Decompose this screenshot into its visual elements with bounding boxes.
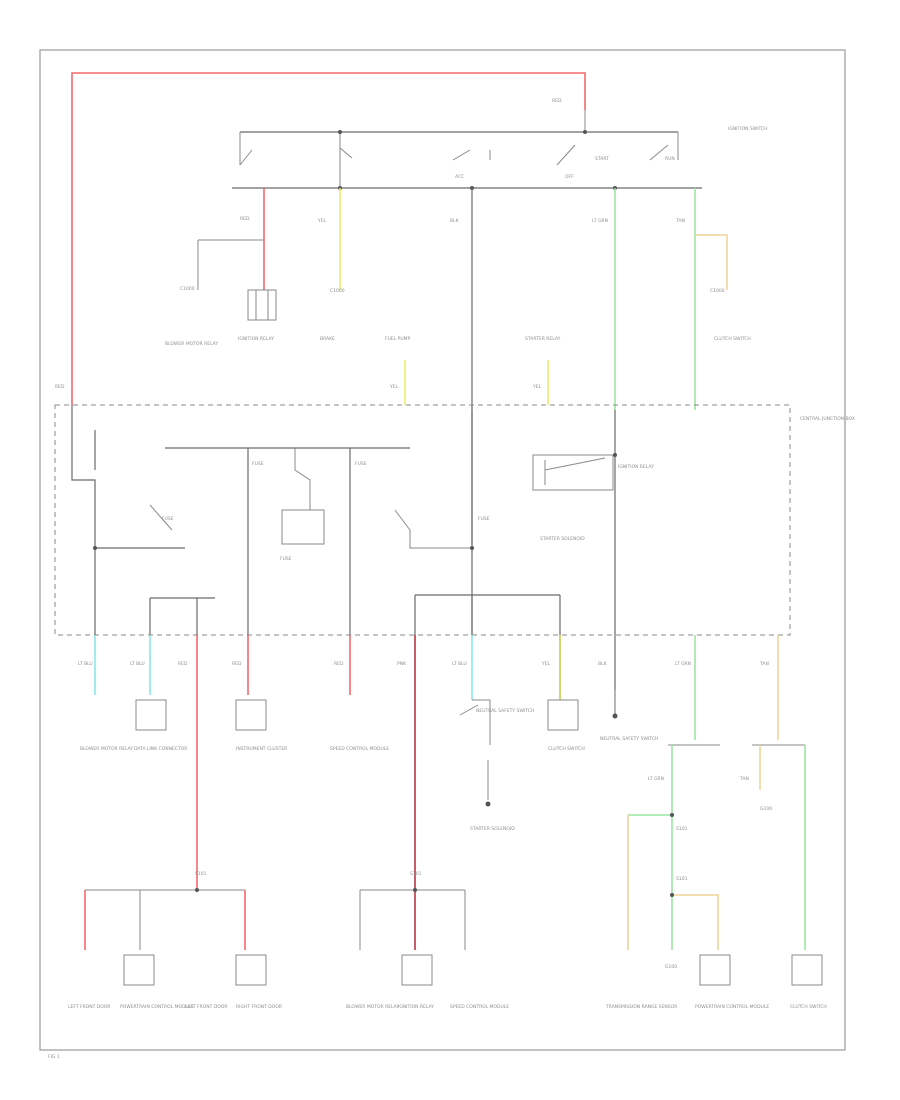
svg-text:LEFT FRONT DOOR: LEFT FRONT DOOR (185, 1004, 228, 1010)
svg-text:LT BLU: LT BLU (130, 661, 145, 667)
label-fuel-pump-top: FUEL PUMP (385, 336, 411, 342)
svg-text:S101: S101 (676, 826, 688, 832)
svg-text:IGNITION RELAY: IGNITION RELAY (398, 1004, 434, 1010)
ignition-switch: IGNITION SWITCH START RUN OFF ACC (232, 110, 768, 190)
svg-text:IGNITION RELAY: IGNITION RELAY (618, 464, 654, 470)
svg-text:FUSE: FUSE (252, 461, 264, 467)
label-starter-relay-top: STARTER RELAY (525, 336, 561, 342)
switch-run-label: RUN (665, 156, 675, 162)
battery-feed-wire (71, 72, 586, 405)
svg-text:YEL: YEL (389, 384, 399, 390)
svg-text:S101: S101 (195, 871, 207, 877)
svg-text:CLUTCH SWITCH: CLUTCH SWITCH (548, 746, 585, 752)
svg-text:RED: RED (240, 216, 250, 222)
svg-text:BLOWER MOTOR RELAY: BLOWER MOTOR RELAY (346, 1004, 399, 1010)
svg-text:RED: RED (334, 661, 344, 667)
label-blower-relay-top: BLOWER MOTOR RELAY (165, 341, 218, 347)
output-labels: LT BLU LT BLU RED RED RED PNK LT BLU YEL… (78, 661, 769, 667)
svg-text:LT BLU: LT BLU (452, 661, 467, 667)
svg-text:POWERTRAIN CONTROL MODULE: POWERTRAIN CONTROL MODULE (695, 1004, 769, 1010)
switch-off-label: OFF (565, 174, 574, 180)
svg-text:STARTER SOLENOID: STARTER SOLENOID (540, 536, 585, 542)
svg-text:NEUTRAL SAFETY SWITCH: NEUTRAL SAFETY SWITCH (476, 708, 534, 714)
svg-text:TRANSMISSION RANGE SENSOR: TRANSMISSION RANGE SENSOR (605, 1004, 677, 1010)
svg-text:BLK: BLK (450, 218, 460, 224)
mid-bottom-components: BLOWER MOTOR RELAY DATA LINK CONNECTOR I… (80, 690, 658, 832)
svg-text:CLUTCH SWITCH: CLUTCH SWITCH (790, 1004, 827, 1010)
svg-text:LT GRN: LT GRN (648, 776, 664, 782)
svg-text:FUSE: FUSE (478, 516, 490, 522)
svg-text:YEL: YEL (532, 384, 542, 390)
svg-text:SPEED CONTROL MODULE: SPEED CONTROL MODULE (330, 746, 389, 752)
svg-text:RED: RED (232, 661, 242, 667)
wire-upper-6 (197, 239, 264, 290)
svg-text:C1000: C1000 (330, 288, 345, 294)
svg-text:INSTRUMENT CLUSTER: INSTRUMENT CLUSTER (236, 746, 287, 752)
switch-acc-label: ACC (455, 174, 464, 180)
fuse-box-label: FUSE (280, 556, 292, 562)
svg-text:LT GRN: LT GRN (592, 218, 608, 224)
svg-text:PNK: PNK (397, 661, 407, 667)
svg-text:LEFT FRONT DOOR: LEFT FRONT DOOR (68, 1004, 111, 1010)
label-brake-top: BRAKE (320, 336, 335, 342)
svg-text:LT GRN: LT GRN (675, 661, 691, 667)
label-clutch-top: CLUTCH SWITCH (714, 336, 751, 342)
svg-text:TAN: TAN (675, 218, 685, 224)
svg-text:TAN: TAN (759, 661, 769, 667)
central-junction-box-outline (54, 404, 791, 636)
svg-text:FUSE: FUSE (355, 461, 367, 467)
battery-feed-label: RED (552, 98, 562, 104)
svg-text:SPEED CONTROL MODULE: SPEED CONTROL MODULE (450, 1004, 509, 1010)
svg-text:TAN: TAN (739, 776, 749, 782)
svg-text:YEL: YEL (541, 661, 551, 667)
svg-text:FUSE: FUSE (162, 516, 174, 522)
label-ignition-relay-top: IGNITION RELAY (238, 336, 274, 342)
svg-text:RIGHT FRONT DOOR: RIGHT FRONT DOOR (236, 1004, 282, 1010)
svg-text:C1000: C1000 (180, 286, 195, 292)
svg-text:BLOWER MOTOR RELAY: BLOWER MOTOR RELAY (80, 746, 133, 752)
ignition-switch-label: IGNITION SWITCH (728, 126, 768, 132)
diagram-border (39, 49, 846, 1051)
svg-text:LT BLU: LT BLU (78, 661, 93, 667)
footer-tag: FIG 1 (48, 1054, 60, 1060)
svg-text:G100: G100 (665, 964, 677, 970)
svg-text:C1000: C1000 (710, 288, 725, 294)
svg-text:BLK: BLK (598, 661, 608, 667)
bottom-components: LEFT FRONT DOOR POWERTRAIN CONTROL MODUL… (68, 954, 827, 1010)
svg-text:NEUTRAL SAFETY SWITCH: NEUTRAL SAFETY SWITCH (600, 736, 658, 742)
svg-text:STARTER SOLENOID: STARTER SOLENOID (470, 826, 515, 832)
svg-text:YEL: YEL (317, 218, 327, 224)
svg-text:DATA LINK CONNECTOR: DATA LINK CONNECTOR (134, 746, 187, 752)
svg-text:G100: G100 (760, 806, 772, 812)
switch-start-label: START (595, 156, 609, 162)
ignition-relay-box (532, 454, 614, 491)
svg-text:S101: S101 (410, 871, 422, 877)
upper-components: C1000 C1000 C1000 RED YEL BLK LT GRN TAN… (165, 216, 751, 347)
svg-text:POWERTRAIN CONTROL MODULE: POWERTRAIN CONTROL MODULE (120, 1004, 194, 1010)
svg-text:S101: S101 (676, 876, 688, 882)
svg-text:RED: RED (178, 661, 188, 667)
central-junction-box-label: CENTRAL JUNCTION BOX (800, 416, 855, 422)
wire-upper-5b (695, 234, 728, 290)
svg-text:RED: RED (55, 384, 65, 390)
